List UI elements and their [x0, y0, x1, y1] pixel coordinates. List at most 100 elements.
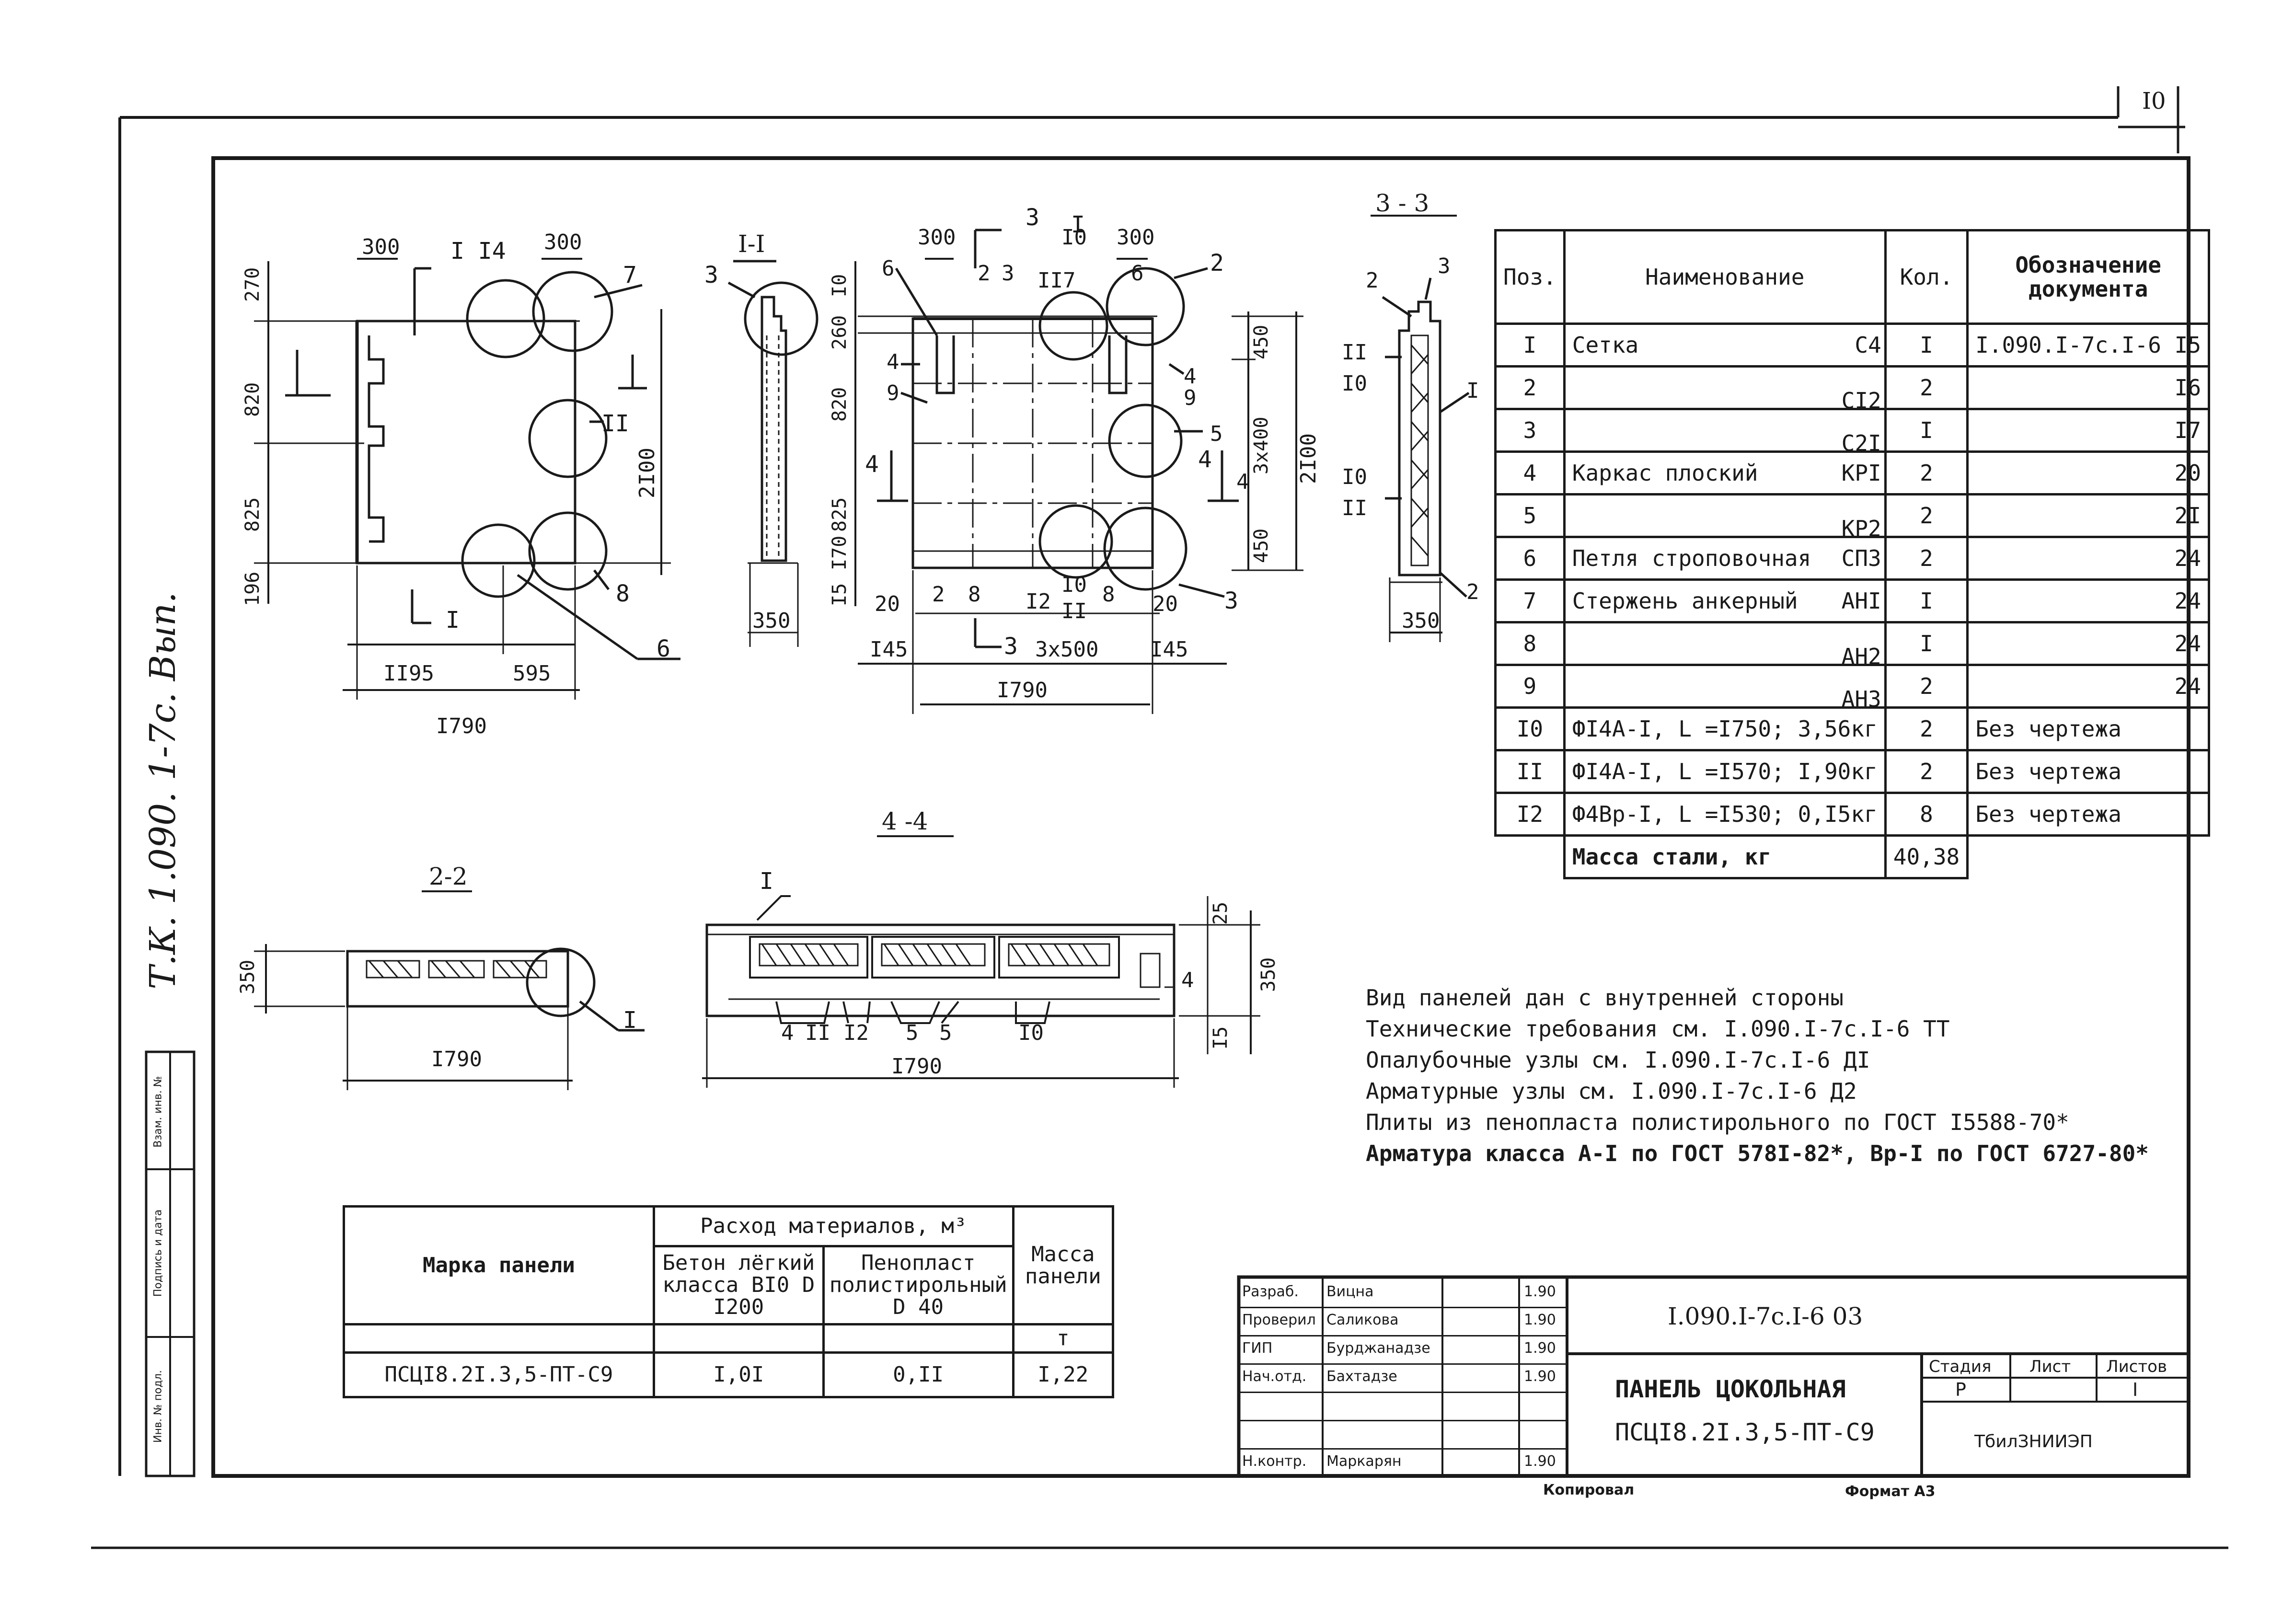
spec-cell-name: Ф4Вр-I, L =I530; 0,I5кг [1563, 792, 1887, 837]
tb-role: Разраб. [1242, 1283, 1299, 1300]
dim-300-left: 300 [362, 235, 400, 259]
mid-dim-450-top: 450 [1250, 325, 1272, 359]
pos-7: 7 [623, 262, 637, 288]
mat-row-mark: ПСЦI8.2I.3,5-ПТ-С9 [343, 1351, 655, 1398]
dim-1195: II95 [383, 661, 434, 686]
tb-name: Бахтадзе [1326, 1368, 1397, 1385]
dim-825: 825 [242, 497, 264, 532]
s33-pos-11-top: II [1342, 340, 1367, 365]
mid-pos-i-top: I [1071, 211, 1085, 238]
spec-total-row: Масса стали, кг 40,38 [1496, 834, 2209, 879]
spec-cell-name: ФI4А-I, L =I750; 3,56кг [1563, 706, 1887, 751]
spec-cell-pos: I [1494, 322, 1566, 368]
spec-cell-doc: I6 [1966, 365, 2211, 410]
spec-cell-pos: 8 [1494, 621, 1566, 666]
section-1-1-title: I-I [738, 230, 765, 258]
tb-date: 1.90 [1524, 1453, 1556, 1470]
mid-pos-4-right: 4 [1184, 364, 1197, 389]
spec-cell-mark: С4 [1855, 332, 1881, 358]
s22-dim-1790: I790 [431, 1047, 482, 1071]
mat-row-concrete: I,0I [652, 1351, 825, 1398]
mat-col-mark: Марка панели [343, 1205, 655, 1325]
mid-pos-3-right: 3 [1224, 587, 1238, 614]
spec-cell-pos: 2 [1494, 365, 1566, 410]
mid-dim-20-right: 20 [1153, 592, 1178, 616]
mid-dim-3x500: 3х500 [1035, 637, 1098, 662]
spec-cell-name-text: ФI4А-I, L =I570; I,90кг [1572, 759, 1878, 784]
s33-pos-11-bottom: II [1342, 496, 1367, 520]
tb-row-divider [1239, 1335, 1567, 1336]
s44-pos-5a: 5 [906, 1021, 919, 1045]
mid-pos-11: II [1061, 599, 1087, 623]
mat-row-foam: 0,II [822, 1351, 1014, 1398]
s44-pos-4-right: 4 [1181, 968, 1194, 992]
mid-dim-300-right: 300 [1117, 225, 1154, 250]
mid-pos-6-right: 6 [1131, 261, 1144, 286]
s44-dim-25: 25 [1210, 902, 1232, 925]
tb-role: Нач.отд. [1242, 1368, 1307, 1385]
s33-pos-10-bottom: I0 [1342, 465, 1367, 489]
tb-format: Формат А3 [1845, 1483, 1936, 1500]
tb-date: 1.90 [1524, 1340, 1556, 1357]
spec-cell-qty: 2 [1884, 749, 1969, 794]
spec-cell-doc: Без чертежа [1966, 749, 2211, 794]
specification-table: Поз. Наименование Кол. Обозначение докум… [1494, 229, 2211, 879]
spec-cell-pos: 4 [1494, 450, 1566, 495]
tb-name: Бурджанадзе [1326, 1340, 1430, 1357]
spec-cell-qty: 2 [1884, 493, 1969, 538]
note-1: Вид панелей дан с внутренней стороны [1366, 985, 1844, 1011]
mid-pos-ii7: II7 [1037, 268, 1075, 293]
tb-date: 1.90 [1524, 1312, 1556, 1328]
tb-name: Вицна [1326, 1283, 1374, 1300]
note-2: Технические требования см. I.090.I-7с.I-… [1366, 1016, 1950, 1042]
tb-date: 1.90 [1524, 1283, 1556, 1300]
mid-dim-170: I70 [829, 536, 851, 570]
mid-pos-6-left: 6 [882, 256, 895, 281]
spec-cell-pos: I2 [1494, 792, 1566, 837]
spec-cell-qty: 2 [1884, 450, 1969, 495]
mid-pos-12: I2 [1026, 589, 1051, 614]
mid-pos-10-top: I0 [1061, 225, 1087, 250]
spec-cell-name-text: Сетка [1572, 332, 1639, 358]
spec-cell-doc: Без чертежа [1966, 792, 2211, 837]
mid-pos-2-right: 2 [1210, 250, 1224, 276]
tb-row-divider [1239, 1420, 1567, 1421]
spec-cell-name: Сетка С4 [1563, 322, 1887, 368]
spec-col-qty: Кол. [1884, 229, 1969, 325]
tb-name: Маркарян [1326, 1453, 1402, 1470]
mid-pos-10: I0 [1061, 573, 1087, 597]
dim-196: 196 [242, 572, 264, 606]
s44-pos-4: 4 [781, 1021, 794, 1045]
spec-cell-qty: I [1884, 578, 1969, 623]
spec-total-label: Масса стали, кг [1563, 834, 1887, 879]
s33-pos-2-bottom: 2 [1466, 580, 1479, 604]
tb-copied: Копировал [1543, 1482, 1635, 1498]
s33-dim-350: 350 [1402, 609, 1440, 633]
materials-header-row-2: Бетон лёгкий класса ВI0 D I200 Пенопласт… [344, 1245, 1113, 1325]
tb-role: Н.контр. [1242, 1453, 1307, 1470]
mid-section-4-left: 4 [865, 451, 879, 478]
note-5: Плиты из пенопласта полистирольного по Г… [1366, 1109, 2069, 1135]
pos-8: 8 [616, 580, 630, 607]
spec-cell-mark: СП3 [1841, 545, 1881, 571]
tb-row-divider [1239, 1448, 1567, 1450]
s44-dim-1790: I790 [891, 1054, 942, 1079]
spec-cell-mark: АНI [1841, 588, 1881, 614]
spec-cell-mark: КРI [1841, 460, 1881, 486]
spec-cell-pos: 5 [1494, 493, 1566, 538]
dim-300-right: 300 [544, 230, 582, 254]
spec-cell-doc: I.090.I-7с.I-6 I5 [1966, 322, 2211, 368]
s44-pos-12: I2 [843, 1021, 869, 1045]
spec-cell-pos: I0 [1494, 706, 1566, 751]
